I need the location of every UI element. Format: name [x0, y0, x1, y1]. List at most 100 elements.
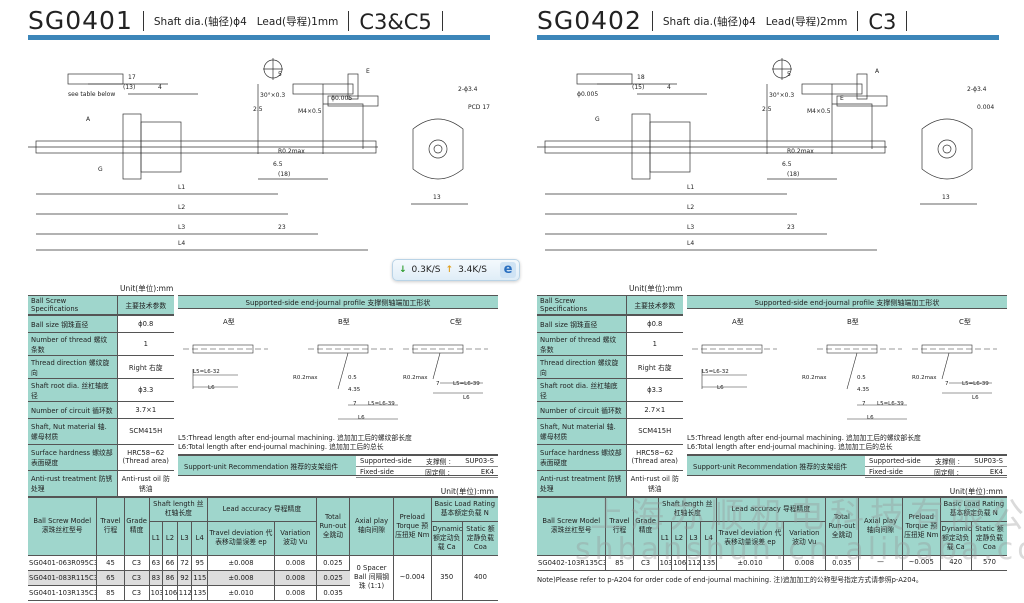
cell: C3 [124, 585, 150, 601]
table-unit-label: Unit(单位):mm [949, 487, 1003, 496]
dimension-label: 23 [787, 224, 795, 231]
divider [857, 11, 859, 31]
dimension-label: (13) [123, 84, 136, 91]
dimension-label: 2.5 [762, 106, 772, 113]
model-subtitle: Shaft dia.(轴径)ϕ4 Lead(导程)1mm [153, 16, 339, 28]
cell: 65 [96, 570, 125, 586]
divider [906, 11, 908, 31]
support-cell: EK4 [480, 468, 494, 476]
profile-dimension: R0.2max [802, 375, 827, 381]
cell: 0.008 [783, 555, 826, 571]
spec-value: Anti-rust oil 防锈油 [626, 470, 683, 497]
header-model: Ball Screw Model 滚珠丝杠型号 [537, 496, 607, 556]
spec-header-en: Ball Screw Specifications [537, 295, 627, 316]
cell: 0.008 [274, 585, 317, 601]
support-cell: Fixed-side [869, 468, 903, 476]
divider [441, 11, 443, 31]
network-speed-widget[interactable]: ↓ 0.3K/S ↑ 3.4K/S e [392, 259, 520, 281]
upload-arrow-icon: ↑ [445, 265, 454, 275]
cell: 135 [191, 585, 209, 601]
cell: C3 [124, 570, 150, 586]
cell: 135 [700, 555, 718, 571]
model-name: SG0402 [537, 6, 642, 35]
profile-type-label: A型 [732, 318, 744, 326]
profile-dimension: L6 [972, 395, 979, 401]
profile-dimension: 0.5 [857, 375, 866, 381]
dimension-label: L4 [178, 240, 186, 247]
spec-label: Anti-rust treatment 防锈处理 [537, 470, 627, 497]
header-preload: Preload Torque 预压扭矩 Nm [393, 496, 432, 556]
support-cell: EK4 [989, 468, 1003, 476]
drawing-svg [28, 58, 468, 251]
cell: 86 [162, 570, 178, 586]
dimension-label: L2 [687, 204, 695, 211]
spec-value: Anti-rust oil 防锈油 [117, 470, 174, 497]
cell: ±0.010 [207, 585, 275, 601]
profile-notes: L5:Thread length after end-journal machi… [687, 434, 921, 452]
header-axial-play: Axial play 轴向间隙 [349, 496, 394, 556]
support-cell: SUP03-S [465, 457, 494, 465]
profile-type-label: B型 [847, 318, 859, 326]
header-travel-deviation: Travel deviation 代表移动量误差 ep [207, 521, 275, 556]
cell: 0.008 [274, 555, 317, 571]
spec-label: Number of circuit 循环数 [537, 401, 627, 419]
profile-dimension: L5=L6-39 [368, 401, 395, 407]
dimension-label: L2 [178, 204, 186, 211]
profile-drawing [692, 344, 997, 420]
header-runout: Total Run-out 全跳动 [825, 496, 860, 556]
dimension-label: A [86, 116, 91, 123]
spec-value: SCM415H [117, 418, 174, 445]
cell-stat: 400 [462, 555, 498, 601]
profile-dimension: L6 [867, 415, 874, 421]
dimension-label: M4×0.5 [807, 108, 831, 115]
header-travel: Travel 行程 [605, 496, 634, 556]
dimension-label: R0.2max [278, 148, 305, 155]
dimension-label: G [98, 166, 103, 173]
spec-label: Thread direction 螺纹旋向 [537, 355, 627, 379]
spec-header-en: Ball Screw Specifications [28, 295, 118, 316]
support-label: Support-unit Recommendation 推荐的支架组件 [178, 456, 356, 475]
dimension-label: 4 [667, 84, 671, 91]
note-line: L5:Thread length after end-journal machi… [687, 434, 921, 442]
cell-dyn: 420 [940, 555, 972, 571]
header-runout: Total Run-out 全跳动 [316, 496, 351, 556]
model-name: SG0401 [28, 6, 133, 35]
dimension-label: 30°×0.3 [769, 92, 795, 99]
profile-notes: L5:Thread length after end-journal machi… [178, 434, 412, 452]
profile-dimension: L5=L6-32 [193, 369, 220, 375]
dimension-label: (18) [278, 171, 291, 178]
browser-icon[interactable]: e [500, 262, 516, 278]
spec-header-cn: 主要技术参数 [626, 295, 683, 316]
dimension-label: 2-ϕ3.4 [967, 86, 987, 93]
cell: 115 [191, 570, 209, 586]
header-load-rating: Basic Load Rating 基本额定负载 N [940, 495, 1007, 522]
header-axial-play: Axial play 轴向间隙 [858, 496, 903, 556]
profile-dimension: L5=L6-39 [962, 381, 989, 387]
dimension-label: 6.5 [782, 161, 792, 168]
dimension-label: 6.5 [273, 161, 283, 168]
spec-value: ϕ0.8 [626, 315, 683, 333]
dimension-label: 5 [787, 71, 791, 78]
dimension-label: 13 [433, 194, 441, 201]
model-subtitle: Shaft dia.(轴径)ϕ4 Lead(导程)2mm [662, 16, 848, 28]
cell: 95 [191, 555, 209, 571]
profile-dimension: R0.2max [293, 375, 318, 381]
profile-dimension: L6 [717, 385, 724, 391]
